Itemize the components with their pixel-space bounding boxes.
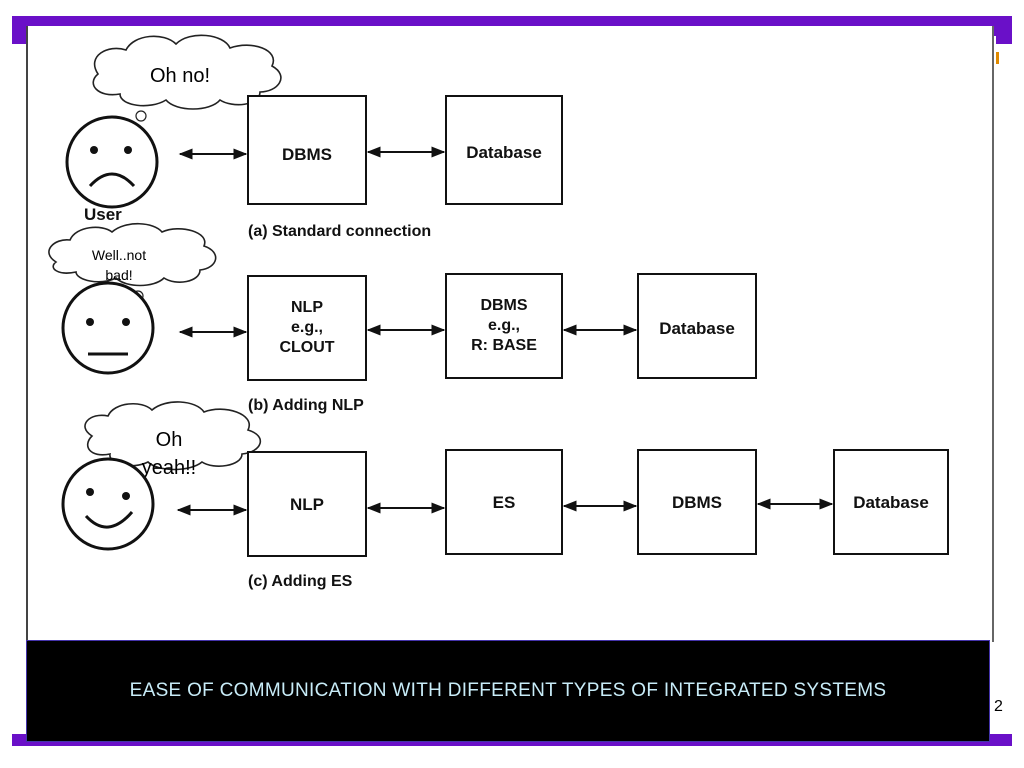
box-c-dbms-label: DBMS — [672, 493, 722, 512]
caption-a: (a) Standard connection — [248, 223, 431, 240]
neutral-face-icon — [61, 281, 155, 375]
integration-diagram: Oh no! User DBMS Database (a) Standard c… — [48, 34, 949, 590]
sad-face-icon — [65, 115, 159, 209]
caption-bar: EASE OF COMMUNICATION WITH DIFFERENT TYP… — [26, 640, 990, 742]
box-b-nlp-line3: CLOUT — [279, 339, 334, 356]
box-b-database-label: Database — [659, 319, 735, 338]
user-label: User — [84, 205, 122, 224]
box-c-nlp-label: NLP — [290, 495, 324, 514]
happy-face-icon — [61, 457, 155, 551]
bubble-text-c-line1: Oh — [156, 429, 183, 451]
box-c-database-label: Database — [853, 493, 929, 512]
right-accent-tab — [996, 20, 1012, 44]
box-c-es — [445, 449, 563, 555]
scanned-figure: Oh no! User DBMS Database (a) Standard c… — [26, 26, 994, 642]
box-a-database-label: Database — [466, 143, 542, 162]
box-b-nlp — [247, 275, 367, 381]
left-accent-tab — [12, 20, 28, 44]
bubble-text-a: Oh no! — [150, 65, 210, 87]
box-b-dbms-line2: e.g., — [488, 317, 520, 334]
box-b-nlp-line1: NLP — [291, 299, 323, 316]
edge-mark — [996, 52, 999, 64]
box-c-dbms — [637, 449, 757, 555]
box-c-es-label: ES — [493, 493, 516, 512]
slide-caption: EASE OF COMMUNICATION WITH DIFFERENT TYP… — [129, 680, 887, 701]
box-b-dbms-line1: DBMS — [480, 297, 527, 314]
slide-number: 2 — [994, 698, 1003, 715]
box-b-database — [637, 273, 757, 379]
caption-c: (c) Adding ES — [248, 573, 353, 590]
box-a-database — [445, 95, 563, 205]
box-c-database — [833, 449, 949, 555]
bubble-text-c-line2: yeah!! — [142, 457, 196, 479]
box-c-nlp — [247, 451, 367, 557]
bubble-text-b-line1: Well..not — [92, 247, 146, 263]
box-a-dbms-label: DBMS — [282, 145, 332, 164]
box-a-dbms — [247, 95, 367, 205]
box-b-nlp-line2: e.g., — [291, 319, 323, 336]
bubble-text-b-line2: bad! — [105, 267, 132, 283]
caption-b: (b) Adding NLP — [248, 397, 364, 414]
box-b-dbms-line3: R: BASE — [471, 337, 537, 354]
box-b-dbms — [445, 273, 563, 379]
